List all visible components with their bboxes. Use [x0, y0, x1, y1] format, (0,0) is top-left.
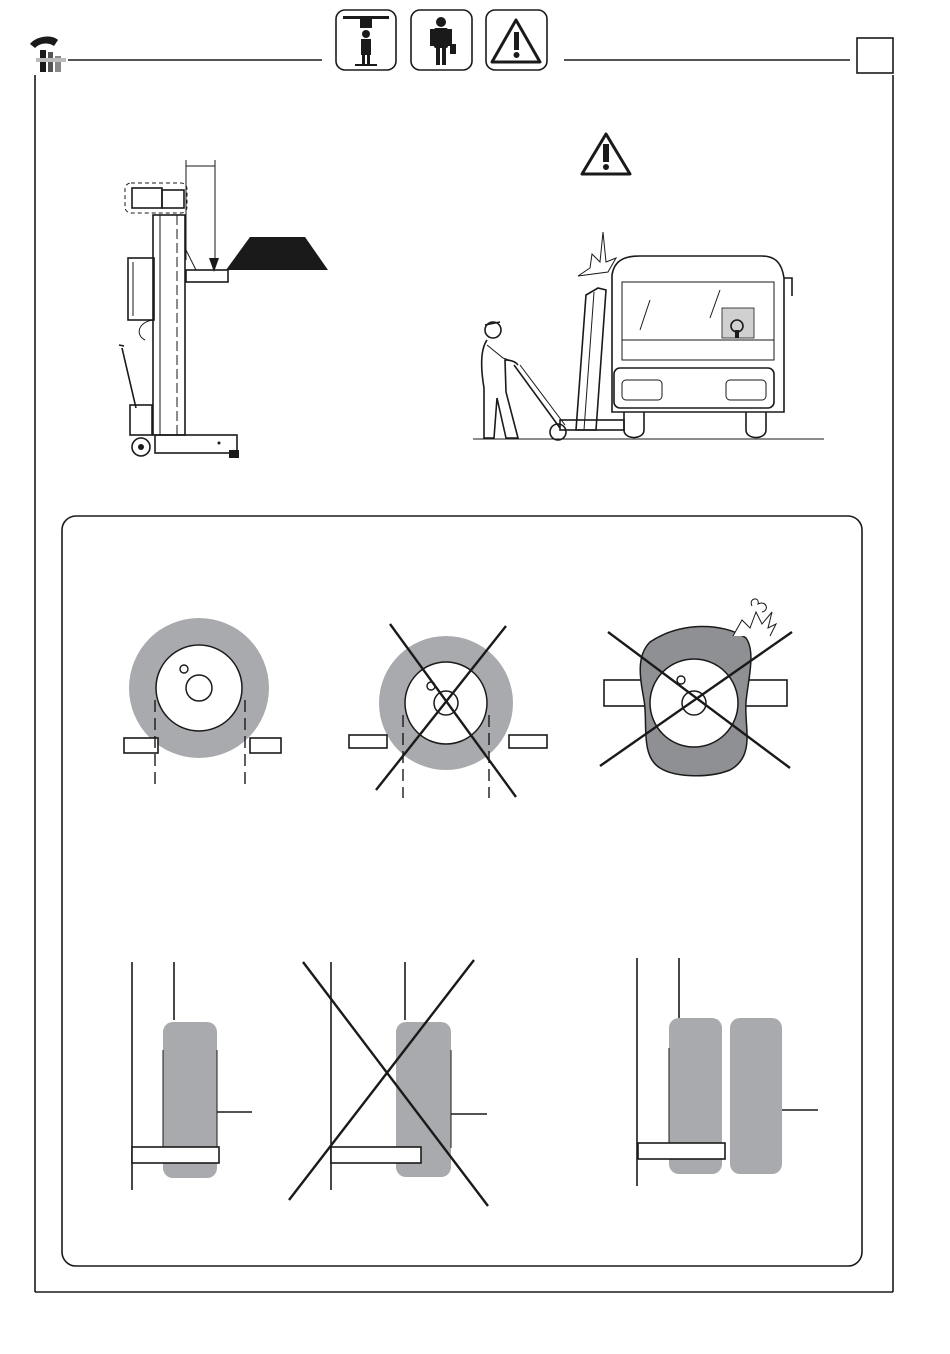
- operator-icon: [411, 10, 472, 70]
- wheel-front-wrong: [349, 624, 547, 798]
- wheel-front-correct: [124, 618, 281, 785]
- bus-collision-figure: [473, 232, 824, 440]
- operator-under-load-icon: [336, 10, 396, 70]
- wheel-side-twin-correct: [637, 958, 818, 1186]
- lifting-column-figure: [119, 160, 328, 458]
- wheel-front-deformed-wrong: [600, 599, 792, 776]
- wheel-side-wrong: [289, 960, 488, 1206]
- page-label-box: [857, 38, 893, 73]
- wheel-side-correct: [132, 962, 252, 1190]
- warning-triangle-icon: [486, 10, 547, 70]
- brand-logo-icon: [30, 37, 66, 72]
- warning-triangle-icon: [582, 134, 630, 174]
